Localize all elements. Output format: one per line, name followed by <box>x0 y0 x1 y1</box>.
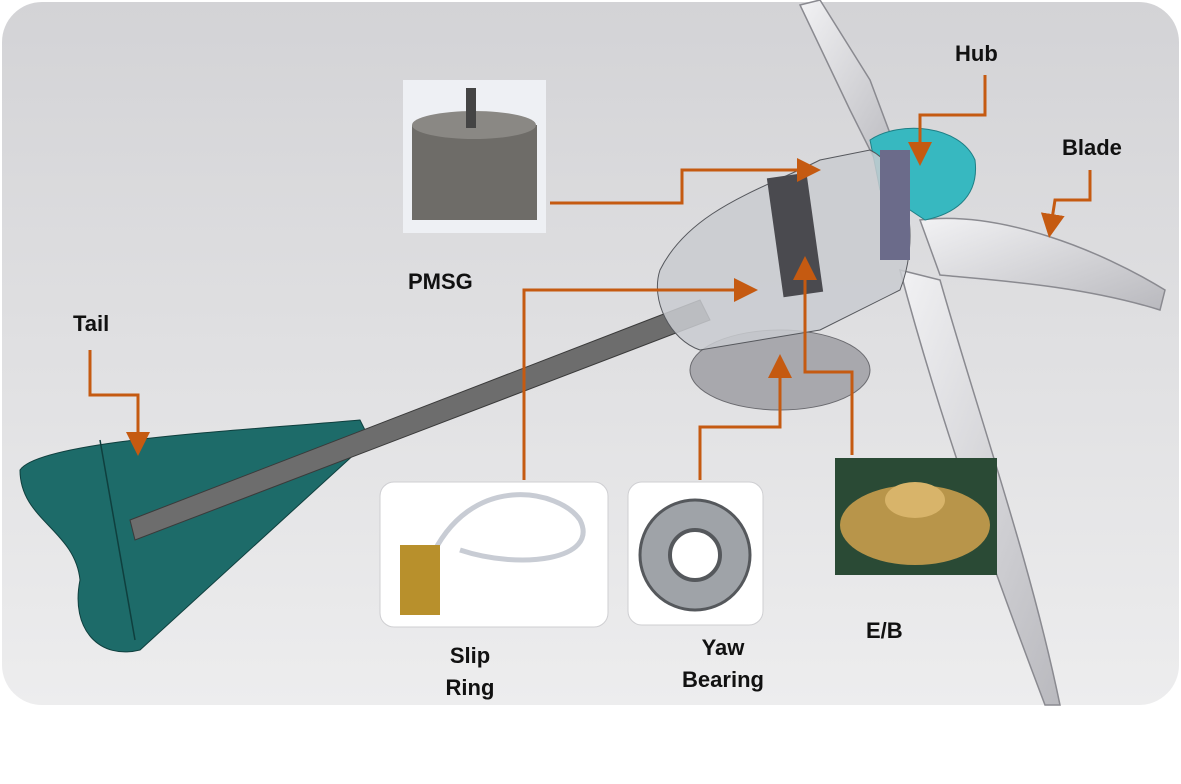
label-eb: E/B <box>866 618 903 643</box>
hub-arrow <box>908 75 987 166</box>
label-slip-ring-line2: Ring <box>445 675 495 700</box>
label-blade: Blade <box>1062 135 1122 160</box>
slip-ring-arrow <box>522 278 758 480</box>
label-tail: Tail <box>73 311 110 336</box>
slip-ring-photo <box>379 481 609 628</box>
label-slip-ring: Slip Ring <box>430 640 510 704</box>
eb-arrow <box>793 256 854 455</box>
arrows <box>88 75 1092 480</box>
pmsg-arrow <box>550 158 821 205</box>
label-pmsg: PMSG <box>408 269 473 294</box>
label-yaw-line1: Yaw <box>701 635 745 660</box>
label-yaw-bearing: Yaw Bearing <box>668 632 778 696</box>
pmsg-photo <box>403 80 546 233</box>
eb-photo <box>835 458 997 575</box>
label-yaw-line2: Bearing <box>682 667 764 692</box>
tail-arrow <box>88 350 150 456</box>
label-slip-ring-line1: Slip <box>449 643 491 668</box>
yaw-bearing-photo <box>627 481 764 626</box>
label-hub: Hub <box>955 41 998 66</box>
blade-arrow <box>1040 170 1092 238</box>
yaw-arrow <box>698 354 792 480</box>
